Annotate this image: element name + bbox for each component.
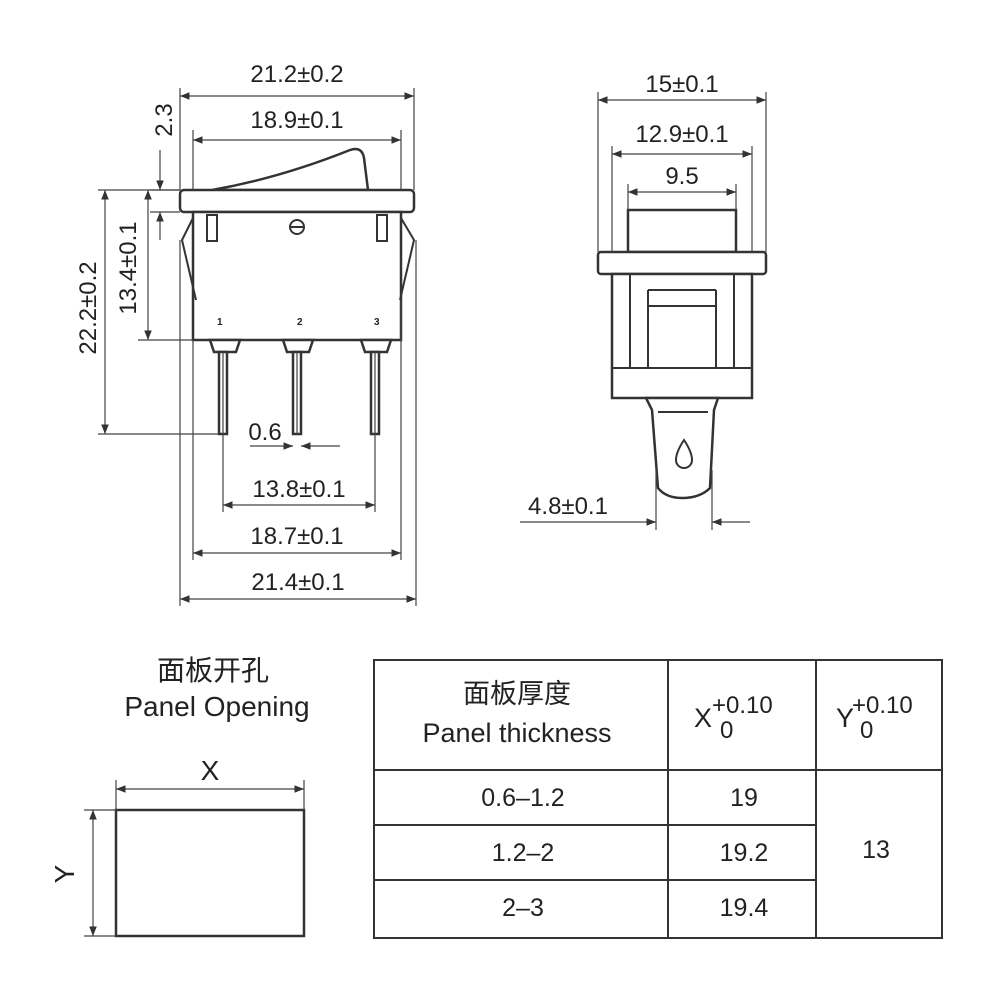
thickness-table: 面板厚度 Panel thickness X +0.10 0 Y +0.10 0… [373, 659, 943, 939]
pin-label-3: 3 [374, 317, 380, 328]
terminal-base-2 [281, 338, 315, 354]
dim-flange-width: 15±0.1 [645, 71, 718, 98]
pin-label-1: 1 [217, 317, 223, 328]
row-1-x: 19 [730, 784, 758, 812]
dim-total-height: 22.2±0.2 [75, 261, 102, 354]
front-view: 1 2 3 21.2±0.2 18.9±0.1 2.3 13.4±0.1 [75, 61, 417, 606]
row-2-thickness: 1.2–2 [492, 839, 555, 867]
dim-side-body-width: 12.9±0.1 [635, 121, 728, 148]
dim-pin-thickness: 0.6 [248, 419, 281, 446]
x-column-name: X [694, 703, 712, 733]
dim-pin-spacing: 13.8±0.1 [252, 476, 345, 503]
side-view: 15±0.1 12.9±0.1 9.5 4.8±0.1 [520, 71, 768, 530]
table-header-en: Panel thickness [422, 718, 611, 748]
y-tolerance-lower: 0 [860, 717, 873, 744]
dim-terminal-width: 4.8±0.1 [528, 493, 608, 520]
terminal-base-1 [208, 338, 242, 354]
terminal-hole [674, 438, 694, 469]
panel-opening: 面板开孔 Panel Opening X Y [49, 655, 310, 938]
rocker-actuator [211, 147, 370, 192]
y-tolerance-upper: +0.10 [852, 692, 913, 719]
row-1-thickness: 0.6–1.2 [481, 784, 564, 812]
row-3-x: 19.4 [720, 894, 769, 922]
side-terminal [643, 396, 720, 500]
panel-opening-title-cn: 面板开孔 [157, 655, 269, 686]
side-rocker [626, 208, 738, 254]
dim-rocker-height: 2.3 [151, 103, 178, 136]
pin-label-2: 2 [297, 317, 303, 328]
panel-x-label: X [201, 755, 220, 786]
dim-housing-width: 18.7±0.1 [250, 523, 343, 550]
x-tolerance-lower: 0 [720, 717, 733, 744]
panel-y-label: Y [49, 864, 80, 883]
dim-overall-width: 21.2±0.2 [250, 61, 343, 88]
side-flange [596, 250, 768, 276]
front-flange [178, 188, 416, 214]
side-housing [610, 272, 754, 400]
dim-body-height: 13.4±0.1 [115, 221, 142, 314]
panel-opening-title-en: Panel Opening [124, 691, 309, 722]
left-clip [180, 217, 197, 301]
row-2-x: 19.2 [720, 839, 769, 867]
y-column-name: Y [836, 703, 854, 733]
row-3-thickness: 2–3 [502, 894, 544, 922]
right-clip [399, 217, 416, 301]
dim-rocker-width: 18.9±0.1 [250, 107, 343, 134]
panel-cutout [114, 808, 306, 938]
table-header-cn: 面板厚度 [463, 679, 571, 709]
x-tolerance-upper: +0.10 [712, 692, 773, 719]
terminal-base-3 [359, 338, 393, 354]
y-value: 13 [862, 836, 890, 864]
dim-clip-width: 21.4±0.1 [251, 569, 344, 596]
dim-side-rocker-width: 9.5 [665, 163, 698, 190]
